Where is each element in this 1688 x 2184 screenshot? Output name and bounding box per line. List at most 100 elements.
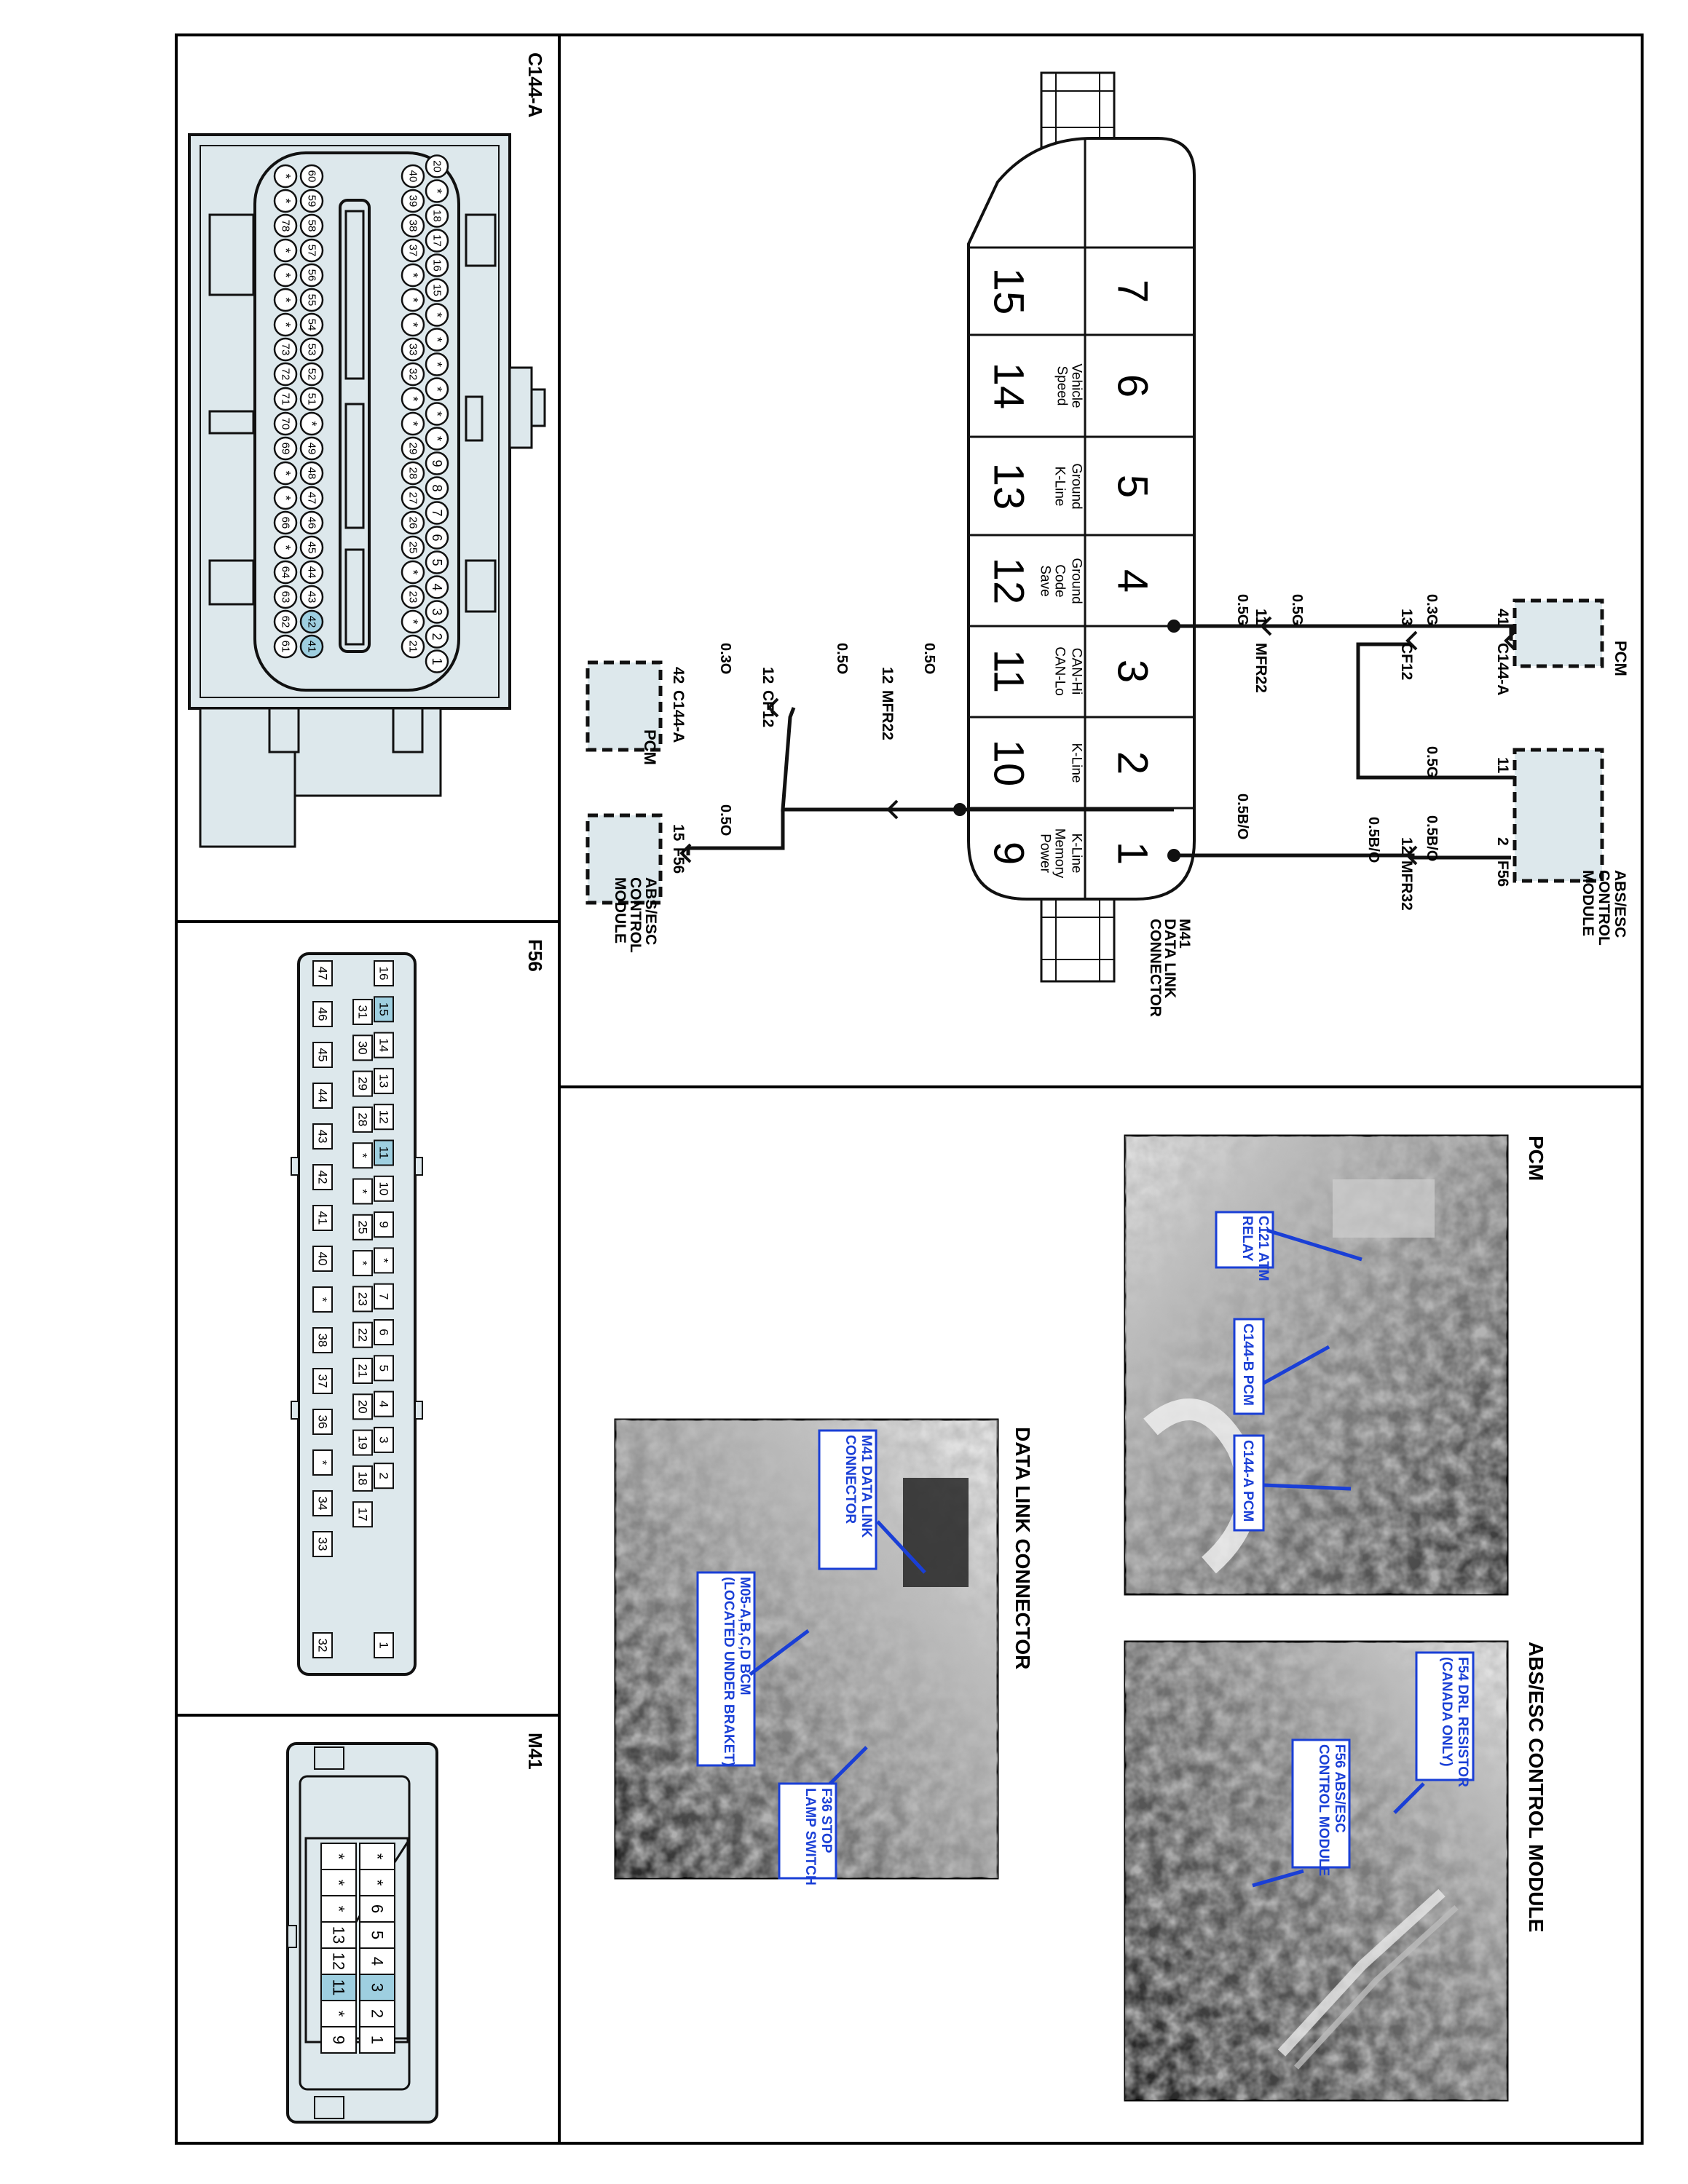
f56-pin (312, 1042, 333, 1068)
f56-pin (374, 1032, 394, 1059)
c144a-pin-label: 15 (431, 284, 443, 296)
photo-pcm-title: PCM (1525, 1136, 1547, 1181)
f56-pin (374, 1355, 394, 1382)
f56-pin (352, 1286, 373, 1313)
c144a-pin (273, 585, 298, 609)
dlc-pin-number: 12 (985, 558, 1033, 605)
m41-pin (359, 1895, 395, 1923)
m41-pin-label: * (368, 1853, 387, 1860)
f56-pin (352, 999, 373, 1025)
f56-pin (374, 996, 394, 1023)
c144a-pin-label: 55 (306, 294, 318, 306)
dlc-pin-cells: 1K-Line2K-Line3CAN-Hi4Ground5Ground6Vehi… (985, 268, 1156, 879)
f56-pin (312, 1123, 333, 1150)
wire-pin3-bus (1174, 624, 1513, 641)
c144a-pin (299, 560, 324, 585)
c144a-pin-label: 44 (306, 566, 318, 579)
f56-pin-label: * (356, 1189, 370, 1194)
c144a-pin-label: 17 (431, 234, 443, 247)
f56-pin (312, 1409, 333, 1435)
f56-pin (374, 1426, 394, 1453)
dlc-pin-number: 13 (985, 463, 1033, 510)
c144a-pin (273, 510, 298, 535)
c144a-pin (425, 328, 449, 352)
wire-pin11-lower (781, 707, 892, 812)
c144a-pin-label: * (430, 312, 444, 317)
wire-color-11: 0.5O (717, 804, 733, 836)
m41-view-title: M41 (524, 1733, 546, 1770)
f56-pin-label: 23 (356, 1292, 370, 1306)
m41-pin (320, 1921, 357, 1949)
m41-pin (359, 2026, 395, 2054)
f56-pin-label: 25 (356, 1220, 370, 1234)
conn-cf12-12-pin: 12 (760, 667, 776, 684)
abs-label-bottom-1: ABS/ESC (642, 877, 659, 945)
c144a-pin-label: * (406, 322, 420, 327)
m41-pin (320, 1974, 357, 2001)
pcm-callout-3: C144-A PCM (1240, 1440, 1255, 1522)
c144a-pin-label: 66 (280, 517, 292, 529)
f56-pin-label: 22 (356, 1328, 370, 1342)
f56-pin-label: 18 (356, 1471, 370, 1485)
c144a-pin-label: 70 (280, 418, 292, 430)
pcm-label-bottom: PCM (641, 729, 659, 765)
f56-pin-label: * (316, 1297, 330, 1302)
c144a-pin (401, 238, 425, 263)
c144a-pin (273, 213, 298, 238)
f56-pin-label: 36 (316, 1415, 330, 1429)
m41-pin-label: 4 (368, 1957, 387, 1966)
c144a-pin (401, 387, 425, 411)
c144a-pin-label: 32 (407, 368, 419, 381)
m41-pin-label: * (330, 1906, 348, 1912)
dlc-pin-number: 14 (985, 363, 1033, 410)
m41-pin-label: * (330, 1853, 348, 1860)
c144a-pin-label: 51 (306, 393, 318, 405)
c144a-pin (299, 362, 324, 387)
f56-pin-label: 29 (356, 1077, 370, 1091)
c144a-pin (273, 362, 298, 387)
c144a-pin-label: 39 (407, 195, 419, 207)
c144a-pin (401, 164, 425, 189)
m41-pin (359, 1921, 395, 1949)
m41-pin-label: 13 (330, 1926, 348, 1944)
c144a-pin-label: 6 (430, 534, 444, 541)
c144a-pin (273, 609, 298, 634)
c144a-pin-label: 2 (430, 633, 444, 640)
f56-pin (352, 1106, 373, 1133)
f56-pin (312, 1490, 333, 1516)
f56-pin-label: 11 (377, 1147, 391, 1160)
f56-pin (352, 1501, 373, 1528)
conn-c144a-41-name: C144-A (1494, 643, 1511, 695)
f56-pin-label: * (356, 1261, 370, 1266)
c144a-pin-label: 49 (306, 443, 318, 455)
wire-color-7: 0.5B/O (1234, 794, 1250, 839)
f56-pin-grid: 161514131211109*765432131302928**25*2322… (312, 960, 394, 1658)
c144a-pin (273, 288, 298, 312)
f56-pin-label: 42 (316, 1171, 330, 1184)
c144a-pin-label: * (430, 436, 444, 441)
c144a-pin-label: * (406, 396, 420, 401)
conn-mfr32-12-name: MFR32 (1398, 860, 1415, 911)
c144a-pin-label: 3 (430, 608, 444, 615)
c144a-pin (425, 501, 449, 525)
dlc-pin-function: Vehicle (1069, 363, 1084, 408)
f56-pin (352, 1321, 373, 1348)
pcm-callout-1-line-2: RELAY (1239, 1216, 1255, 1262)
splice-pin1 (1167, 849, 1180, 862)
abs-callout-1-line-1: F54 DRL RESISTOR (1455, 1657, 1470, 1787)
wire-color-2: 0.5G (1289, 594, 1305, 625)
c144a-pin-label: 48 (306, 467, 318, 480)
c144a-pin-label: * (278, 545, 293, 550)
m41-pin (359, 1843, 395, 1870)
c144a-pin-label: * (278, 198, 293, 203)
conn-mfr32-12-pin: 12 (1398, 837, 1415, 854)
conn-f56-2-pin: 2 (1494, 837, 1511, 846)
c144a-pin-label: 45 (306, 542, 318, 554)
f56-pin-label: 10 (377, 1182, 391, 1195)
c144a-pin (273, 461, 298, 486)
c144a-pin-label: * (430, 189, 444, 194)
m41-pin-label: 5 (368, 1931, 387, 1939)
c144a-pin (299, 337, 324, 362)
c144a-pin (425, 303, 449, 327)
